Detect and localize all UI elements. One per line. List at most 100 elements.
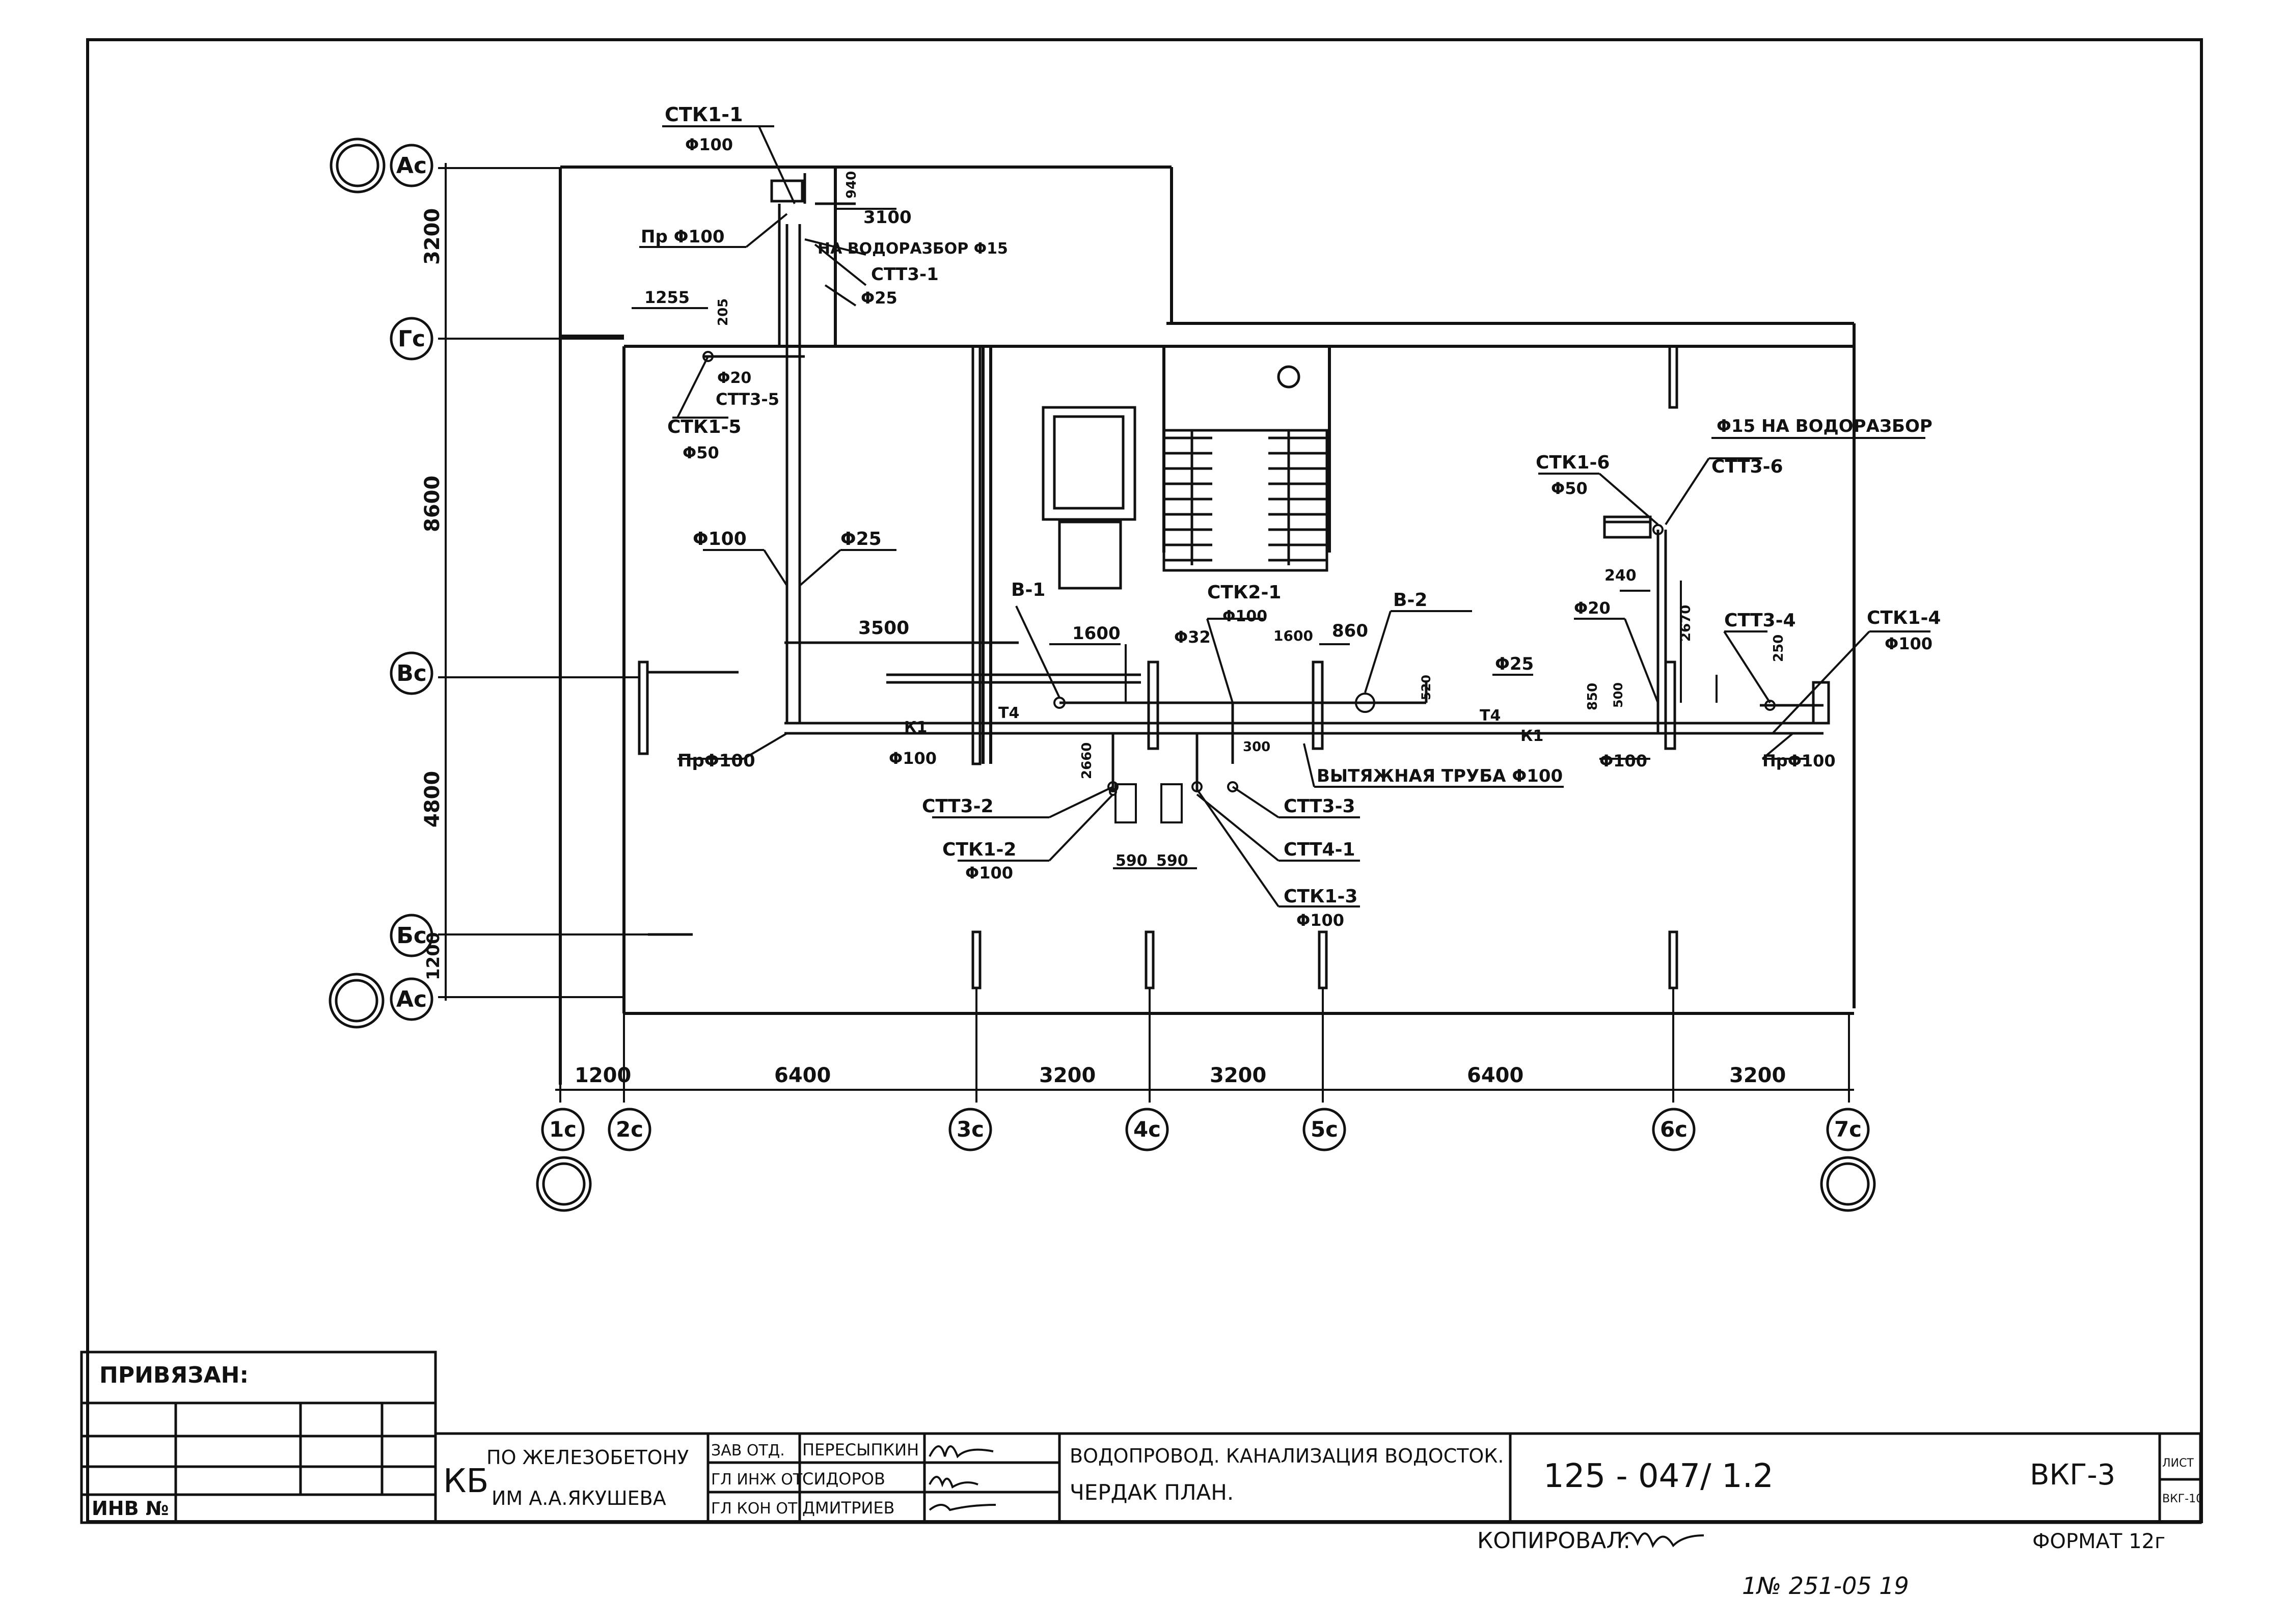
label-dia100-right: Φ100 xyxy=(1599,751,1647,770)
label-dia25-left: Φ25 xyxy=(840,529,882,549)
axis-row-a-top: Ас xyxy=(396,153,427,179)
label-1600-a: 1600 xyxy=(1072,623,1121,644)
label-dia25-top: Φ25 xyxy=(861,288,897,308)
axis-col-2: 2с xyxy=(616,1117,643,1142)
list-value: ВКГ-10 xyxy=(2162,1493,2203,1505)
leader-lines xyxy=(632,125,1930,907)
annotations: СТК1-1 Φ100 Пр Φ100 3100 НА ВОДОРАЗБОР Φ… xyxy=(641,103,1941,930)
dim-6400-a: 6400 xyxy=(774,1064,831,1087)
label-stk1-6-dia: Φ50 xyxy=(1551,479,1588,498)
label-590-a: 590 xyxy=(1115,852,1148,870)
archive-number: 1№ 251-05 19 xyxy=(1742,1572,1909,1600)
axis-row-b: Бс xyxy=(396,923,427,949)
label-vytyazhnaya-truba: ВЫТЯЖНАЯ ТРУБА Φ100 xyxy=(1317,766,1563,786)
pipes xyxy=(703,173,1830,792)
label-v1: В-1 xyxy=(1011,580,1045,600)
label-stk1-5-dia: Φ50 xyxy=(683,443,719,462)
inv-label: ИНВ № xyxy=(92,1497,169,1520)
label-stk1-1-dia: Φ100 xyxy=(685,135,733,154)
label-500: 500 xyxy=(1611,682,1625,708)
label-stk1-1: СТК1-1 xyxy=(665,103,743,126)
label-stk1-5: СТК1-5 xyxy=(667,417,741,437)
axis-col-5: 5с xyxy=(1311,1117,1338,1142)
label-v2: В-2 xyxy=(1393,590,1427,611)
left-dim-texts: 3200 8600 4800 1200 xyxy=(421,208,444,980)
label-stk1-3: СТК1-3 xyxy=(1284,886,1357,907)
org-line-1: ПО ЖЕЛЕЗОБЕТОНУ xyxy=(486,1446,689,1469)
label-dia25-mid: Φ25 xyxy=(1495,654,1534,674)
label-1600-b: 1600 xyxy=(1273,627,1313,644)
label-3100: 3100 xyxy=(863,207,912,228)
label-3500: 3500 xyxy=(858,618,909,639)
label-dia32: Φ32 xyxy=(1174,627,1211,647)
label-k1-b: К1 xyxy=(1520,727,1543,745)
label-dia20-right: Φ20 xyxy=(1574,598,1611,618)
org-line-2: ИМ А.А.ЯКУШЕВА xyxy=(492,1487,666,1509)
label-t4-b: Т4 xyxy=(1480,707,1501,725)
dim-3200-b: 3200 xyxy=(1210,1064,1266,1087)
signatures xyxy=(929,1445,1704,1548)
label-stk2-1: СТК2-1 xyxy=(1207,582,1281,603)
dim-1200-bottom: 1200 xyxy=(575,1064,631,1087)
axis-row-v: Вс xyxy=(396,660,427,686)
desc-line-2: ЧЕРДАК ПЛАН. xyxy=(1070,1480,1234,1505)
axis-col-7: 7с xyxy=(1834,1117,1862,1142)
label-stt3-3: СТТ3-3 xyxy=(1284,796,1355,817)
label-pr100-right: ПрΦ100 xyxy=(1762,751,1836,770)
axis-col-6: 6с xyxy=(1660,1117,1688,1142)
label-stt4-1: СТТ4-1 xyxy=(1284,839,1355,860)
label-stk1-6: СТК1-6 xyxy=(1536,452,1610,473)
label-940: 940 xyxy=(844,171,859,199)
label-stk1-2-dia: Φ100 xyxy=(965,863,1013,883)
row-axis-bubbles xyxy=(329,137,433,1029)
label-dia20-left: Φ20 xyxy=(717,369,751,387)
label-stk1-4-dia: Φ100 xyxy=(1885,634,1933,653)
name-dmitriev: ДМИТРИЕВ xyxy=(802,1498,895,1518)
label-pr100-left: ПрΦ100 xyxy=(677,751,755,771)
axis-col-3: 3с xyxy=(957,1117,984,1142)
dim-1200-left: 1200 xyxy=(423,932,444,980)
name-peresypkin: ПЕРЕСЫПКИН xyxy=(802,1440,919,1460)
label-1255: 1255 xyxy=(644,288,690,307)
kb-label: КБ xyxy=(443,1463,488,1500)
label-300: 300 xyxy=(1243,739,1270,755)
axis-row-a-bottom: Ас xyxy=(396,986,427,1012)
label-stk2-1-dia: Φ100 xyxy=(1222,608,1267,625)
label-205: 205 xyxy=(716,298,731,326)
label-520: 520 xyxy=(1419,675,1433,700)
name-sidorov: СИДОРОВ xyxy=(802,1469,885,1489)
col-axis-bubbles xyxy=(536,1108,1876,1212)
format-label: ФОРМАТ 12г xyxy=(2032,1530,2165,1553)
label-2670: 2670 xyxy=(1678,605,1694,642)
label-stt3-4: СТТ3-4 xyxy=(1724,610,1796,631)
row-axis-labels: Ас Гс Вс Бс Ас xyxy=(396,153,427,1012)
label-na-vodorazbor-15-right: Φ15 НА ВОДОРАЗБОР xyxy=(1717,416,1933,436)
dim-3200-a: 3200 xyxy=(1039,1064,1096,1087)
label-k1-a: К1 xyxy=(904,719,927,736)
label-stt3-5: СТТ3-5 xyxy=(716,390,779,409)
dim-3200-c: 3200 xyxy=(1729,1064,1786,1087)
bottom-dimension-chain xyxy=(555,988,1854,1103)
title-block-text: ПРИВЯЗАН: ИНВ № КБ ПО ЖЕЛЕЗОБЕТОНУ ИМ А.… xyxy=(92,1362,2203,1600)
role-zav-otd: ЗАВ ОТД. xyxy=(711,1442,785,1460)
list-label: ЛИСТ xyxy=(2162,1457,2194,1470)
axis-col-4: 4с xyxy=(1133,1117,1161,1142)
label-dia100-k1: Φ100 xyxy=(889,749,937,768)
label-850: 850 xyxy=(1585,683,1600,710)
desc-line-1: ВОДОПРОВОД. КАНАЛИЗАЦИЯ ВОДОСТОК. xyxy=(1070,1445,1504,1467)
label-dia100-left: Φ100 xyxy=(693,529,747,549)
role-gl-inzh: ГЛ ИНЖ ОТ xyxy=(711,1471,803,1489)
label-860: 860 xyxy=(1332,621,1368,641)
axis-col-1: 1с xyxy=(549,1117,577,1142)
doc-code: 125 - 047/ 1.2 xyxy=(1543,1457,1774,1495)
label-pr100-top: Пр Φ100 xyxy=(641,227,725,247)
role-gl-kon: ГЛ КОН ОТ xyxy=(711,1500,798,1518)
label-stt3-1: СТТ3-1 xyxy=(871,264,939,285)
dim-3200: 3200 xyxy=(421,208,444,265)
sheet-code: ВКГ-3 xyxy=(2030,1458,2115,1492)
bottom-dim-texts: 1200 6400 3200 3200 6400 3200 xyxy=(575,1064,1786,1087)
pipe-nodes xyxy=(702,351,1776,796)
label-stt3-2: СТТ3-2 xyxy=(922,796,994,817)
privyazan-label: ПРИВЯЗАН: xyxy=(99,1362,249,1388)
